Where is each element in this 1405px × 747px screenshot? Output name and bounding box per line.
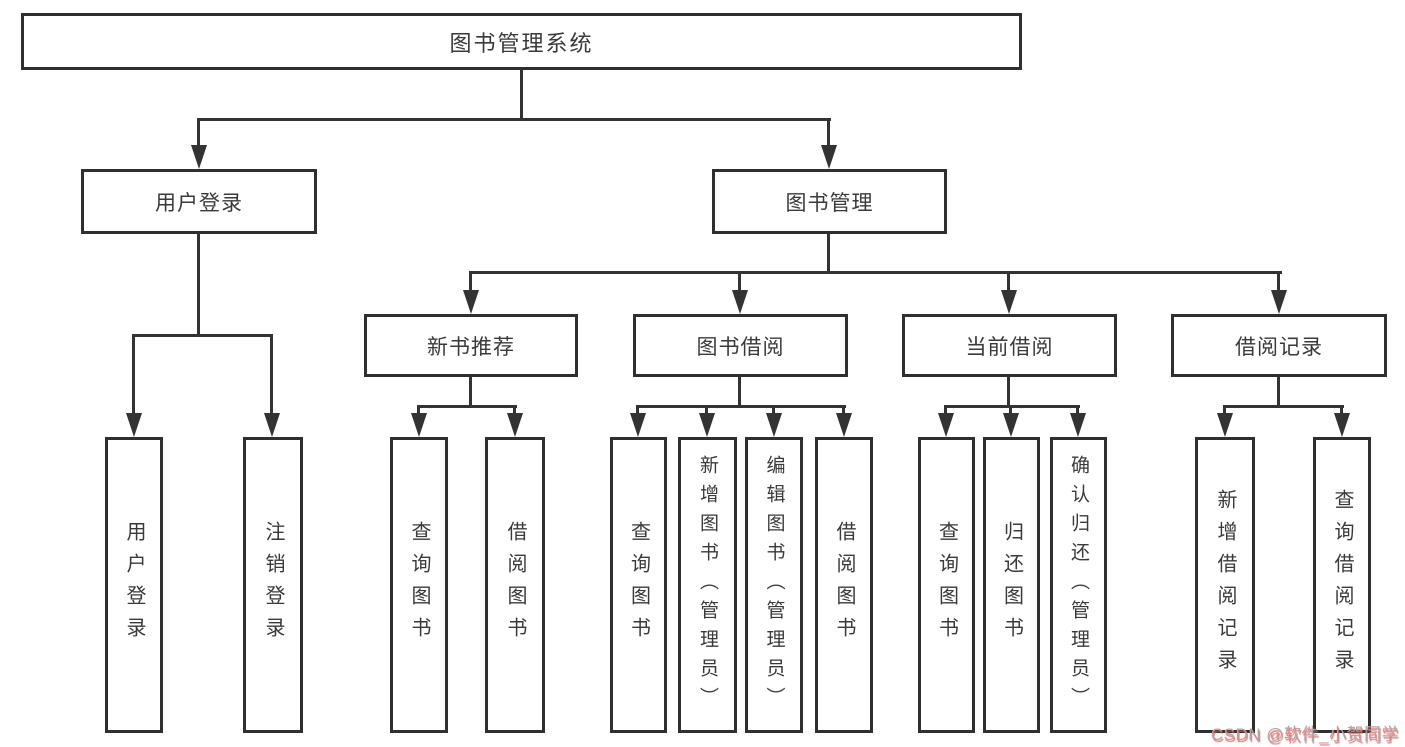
arrow-down-icon <box>836 413 852 437</box>
node-borrowing-records: 借阅记录 <box>1171 314 1387 377</box>
node-library-system-label: 图书管理系统 <box>449 30 594 56</box>
node-user-login-label: 用户登录 <box>155 191 243 215</box>
arrow-down-icon <box>630 413 646 437</box>
connector-line <box>1007 271 1010 291</box>
connector-line <box>705 405 708 417</box>
arrow-down-icon <box>1001 290 1017 314</box>
connector-line <box>827 234 830 273</box>
connector-line <box>1076 405 1079 417</box>
node-borrowing-records-label: 借阅记录 <box>1235 335 1323 359</box>
leaf-label: 新增图书（管理员） <box>697 454 718 716</box>
leaf-query-borrow-record: 查询借阅记录 <box>1313 437 1371 733</box>
connector-line <box>738 377 741 407</box>
node-new-book-recommend-label: 新书推荐 <box>427 335 515 359</box>
connector-line <box>1340 405 1343 417</box>
leaf-query-book-recommend: 查询图书 <box>390 437 448 733</box>
arrow-down-icon <box>732 290 748 314</box>
leaf-query-book-current: 查询图书 <box>918 437 975 733</box>
connector-line <box>827 118 830 146</box>
node-new-book-recommend: 新书推荐 <box>364 314 578 377</box>
leaf-query-book-borrowing: 查询图书 <box>610 437 667 733</box>
connector-line <box>1223 405 1344 408</box>
leaf-add-book-admin: 新增图书（管理员） <box>678 437 737 733</box>
node-book-management: 图书管理 <box>712 169 947 234</box>
arrow-down-icon <box>938 413 954 437</box>
leaf-add-borrow-record: 新增借阅记录 <box>1195 437 1255 733</box>
connector-line <box>1277 271 1280 291</box>
leaf-label: 借阅图书 <box>833 521 855 649</box>
connector-line <box>944 405 947 417</box>
leaf-return-book: 归还图书 <box>983 437 1040 733</box>
node-library-system: 图书管理系统 <box>21 13 1022 70</box>
arrow-down-icon <box>264 413 280 437</box>
arrow-down-icon <box>507 413 523 437</box>
arrow-down-icon <box>1217 413 1233 437</box>
node-book-management-label: 图书管理 <box>785 191 874 215</box>
leaf-label: 查询图书 <box>935 521 958 649</box>
connector-line <box>1223 405 1226 417</box>
leaf-confirm-return-admin: 确认归还（管理员） <box>1050 437 1107 733</box>
arrow-down-icon <box>821 145 837 169</box>
arrow-down-icon <box>1271 290 1287 314</box>
leaf-label: 借阅图书 <box>504 521 526 649</box>
arrow-down-icon <box>699 413 715 437</box>
connector-line <box>1007 377 1010 407</box>
leaf-label: 注销登录 <box>262 521 284 649</box>
connector-line <box>842 405 845 417</box>
connector-line <box>417 405 420 417</box>
arrow-down-icon <box>1003 413 1019 437</box>
leaf-label: 用户登录 <box>123 521 145 649</box>
connector-line <box>636 405 846 408</box>
leaf-label: 编辑图书（管理员） <box>763 454 785 716</box>
leaf-user-login: 用户登录 <box>105 437 163 733</box>
leaf-borrow-book-recommend: 借阅图书 <box>485 437 545 733</box>
arrow-down-icon <box>126 413 142 437</box>
leaf-edit-book-admin: 编辑图书（管理员） <box>745 437 803 733</box>
leaf-label: 查询图书 <box>627 521 650 649</box>
connector-line <box>944 405 1080 408</box>
connector-line <box>469 271 472 291</box>
connector-line <box>270 334 273 413</box>
node-user-login: 用户登录 <box>81 169 317 234</box>
node-book-borrowing: 图书借阅 <box>633 314 848 377</box>
leaf-label: 确认归还（管理员） <box>1068 454 1089 716</box>
arrow-down-icon <box>1070 413 1086 437</box>
node-current-borrowing: 当前借阅 <box>902 314 1117 377</box>
arrow-down-icon <box>766 413 782 437</box>
connector-line <box>132 334 273 337</box>
connector-line <box>197 233 200 336</box>
arrow-down-icon <box>463 290 479 314</box>
node-current-borrowing-label: 当前借阅 <box>965 335 1054 359</box>
connector-line <box>470 271 1282 274</box>
connector-line <box>197 118 200 146</box>
arrow-down-icon <box>191 145 207 169</box>
connector-line <box>197 118 831 121</box>
connector-line <box>1009 405 1012 417</box>
connector-line <box>520 69 523 120</box>
connector-line <box>513 405 516 417</box>
connector-line <box>636 405 639 417</box>
csdn-watermark: CSDN @软件_小贺同学 <box>1210 725 1399 744</box>
connector-line <box>132 334 135 413</box>
leaf-label: 新增借阅记录 <box>1214 489 1236 681</box>
connector-line <box>417 405 517 408</box>
leaf-logout: 注销登录 <box>243 437 303 733</box>
connector-line <box>738 271 741 291</box>
arrow-down-icon <box>1334 413 1350 437</box>
arrow-down-icon <box>411 413 427 437</box>
leaf-label: 查询借阅记录 <box>1331 489 1353 681</box>
node-book-borrowing-label: 图书借阅 <box>696 335 785 359</box>
leaf-label: 归还图书 <box>1000 521 1023 649</box>
connector-line <box>1277 377 1280 407</box>
leaf-label: 查询图书 <box>408 521 430 649</box>
connector-line <box>772 405 775 417</box>
leaf-borrow-book: 借阅图书 <box>815 437 873 733</box>
connector-line <box>469 377 472 407</box>
